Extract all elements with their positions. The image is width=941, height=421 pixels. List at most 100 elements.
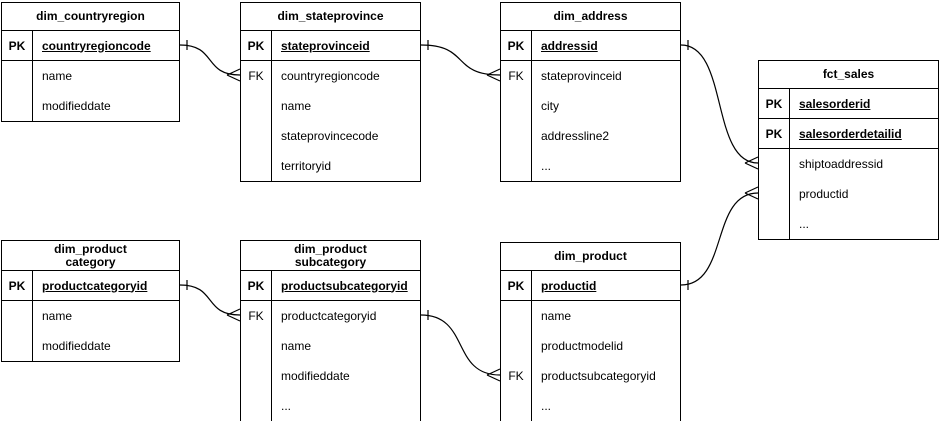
key-cell bbox=[501, 91, 532, 121]
field-name: city bbox=[541, 99, 559, 113]
field-name: modifieddate bbox=[42, 99, 111, 113]
table-row[interactable]: stateprovincecode bbox=[241, 121, 420, 151]
key-cell bbox=[241, 361, 272, 391]
table-row[interactable]: ... bbox=[241, 391, 420, 421]
table-title[interactable]: dim_stateprovince bbox=[241, 3, 420, 31]
connector-line bbox=[420, 44, 501, 76]
field-name: addressline2 bbox=[541, 129, 610, 143]
table-row[interactable]: addressline2 bbox=[501, 121, 680, 151]
key-cell bbox=[241, 91, 272, 121]
cardinality-many-marker bbox=[744, 186, 759, 194]
connector-line bbox=[179, 284, 241, 316]
key-cell bbox=[241, 331, 272, 361]
table-row[interactable]: ... bbox=[501, 391, 680, 421]
table-title[interactable]: dim_countryregion bbox=[2, 3, 179, 31]
connector-line bbox=[420, 314, 501, 376]
connector-category-to-subcategory[interactable] bbox=[179, 280, 241, 322]
field-name: productid bbox=[541, 278, 597, 293]
field-name: name bbox=[281, 339, 312, 353]
table-title-line: fct_sales bbox=[822, 67, 875, 81]
table-row[interactable]: ... bbox=[501, 151, 680, 181]
connector-countryregion-to-stateprovince[interactable] bbox=[179, 40, 241, 82]
pk-label: PK bbox=[759, 89, 790, 118]
key-cell bbox=[501, 151, 532, 181]
table-row[interactable]: productid bbox=[759, 179, 938, 209]
table-row[interactable]: name bbox=[241, 331, 420, 361]
pk-label: PK bbox=[759, 119, 790, 148]
pk-label: PK bbox=[2, 271, 33, 300]
table-row[interactable]: PK productid bbox=[501, 271, 680, 301]
connector-line bbox=[680, 192, 759, 286]
table-row[interactable]: modifieddate bbox=[2, 91, 179, 121]
field-name: modifieddate bbox=[42, 339, 111, 353]
fk-label: FK bbox=[241, 61, 272, 91]
table-row[interactable]: modifieddate bbox=[241, 361, 420, 391]
connector-address-to-sales[interactable] bbox=[680, 40, 759, 170]
field-name: ... bbox=[281, 399, 292, 413]
fk-label: FK bbox=[501, 361, 532, 391]
pk-label: PK bbox=[241, 271, 272, 300]
connector-line bbox=[680, 44, 759, 164]
field-name: name bbox=[541, 309, 572, 323]
table-row[interactable]: name bbox=[501, 301, 680, 331]
table-row[interactable]: modifieddate bbox=[2, 331, 179, 361]
connector-subcategory-to-product[interactable] bbox=[420, 310, 501, 382]
table-title-line: dim_product bbox=[294, 241, 367, 256]
table-row[interactable]: name bbox=[2, 61, 179, 91]
table-row[interactable]: territoryid bbox=[241, 151, 420, 181]
connector-stateprovince-to-address[interactable] bbox=[420, 40, 501, 82]
table-row[interactable]: name bbox=[2, 301, 179, 331]
field-name: name bbox=[42, 69, 73, 83]
table-title-line: dim_countryregion bbox=[36, 9, 145, 23]
cardinality-many-marker bbox=[226, 74, 241, 82]
field-name: shiptoaddressid bbox=[799, 157, 884, 171]
table-title[interactable]: fct_sales bbox=[759, 61, 938, 89]
table-title-line: category bbox=[65, 254, 116, 269]
pk-label: PK bbox=[2, 31, 33, 60]
table-row[interactable]: shiptoaddressid bbox=[759, 149, 938, 179]
key-cell bbox=[2, 91, 33, 121]
pk-label: PK bbox=[501, 271, 532, 300]
table-row[interactable]: name bbox=[241, 91, 420, 121]
table-row[interactable]: ... bbox=[759, 209, 938, 239]
key-cell bbox=[501, 121, 532, 151]
table-title[interactable]: dim_address bbox=[501, 3, 680, 31]
pk-label: PK bbox=[241, 31, 272, 60]
field-name: territoryid bbox=[281, 159, 332, 173]
table-row[interactable]: city bbox=[501, 91, 680, 121]
field-name: name bbox=[42, 309, 73, 323]
table-title-line: dim_address bbox=[553, 9, 628, 23]
cardinality-many-marker bbox=[744, 162, 759, 170]
table-row[interactable]: productmodelid bbox=[501, 331, 680, 361]
field-name: addressid bbox=[541, 38, 598, 53]
key-cell bbox=[241, 121, 272, 151]
cardinality-many-marker bbox=[744, 156, 759, 164]
field-name: productcategoryid bbox=[281, 309, 377, 323]
table-title[interactable]: dim_product bbox=[501, 243, 680, 271]
table-title-line: subcategory bbox=[294, 254, 367, 269]
field-name: productid bbox=[799, 187, 849, 201]
connector-product-to-sales[interactable] bbox=[680, 186, 759, 290]
